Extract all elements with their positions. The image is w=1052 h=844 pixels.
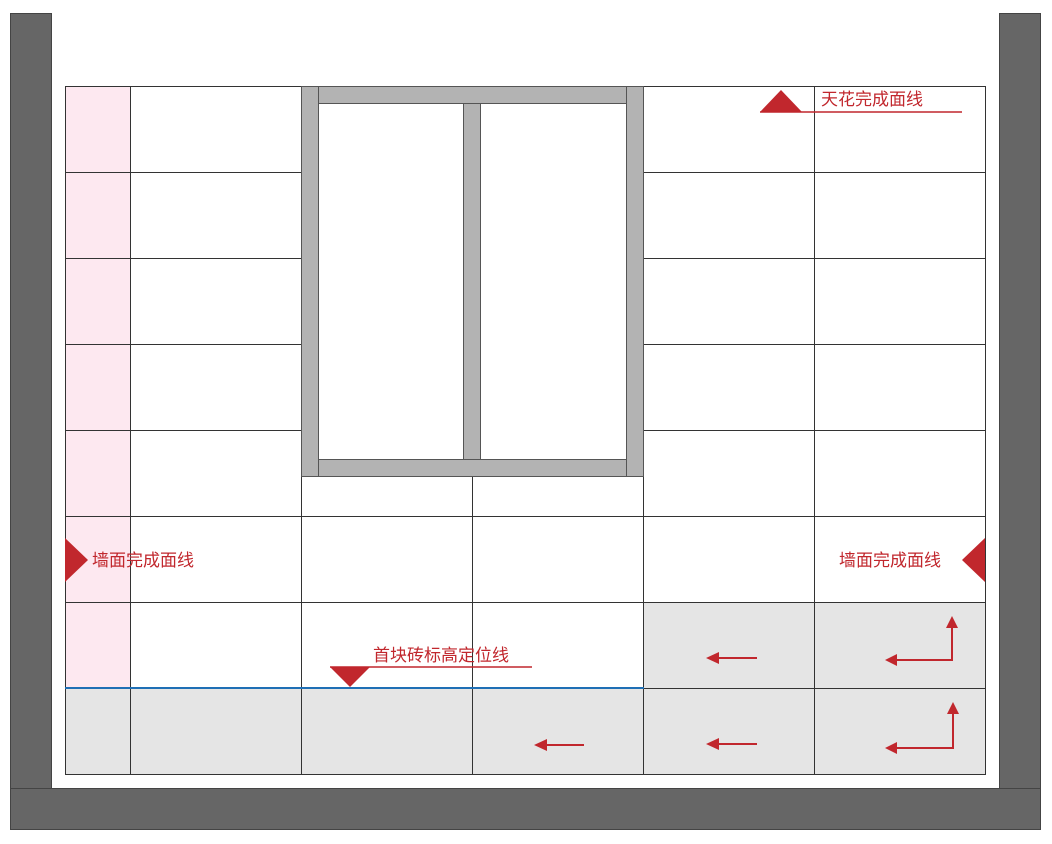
first-tile-reference-line: [65, 687, 644, 689]
tile-cell: [65, 258, 131, 345]
tile-cell: [643, 602, 815, 689]
ceiling-finish-line-label: 天花完成面线: [821, 90, 923, 110]
tile-cell: [65, 344, 131, 431]
arrow-left-icon: [706, 652, 757, 664]
wall-marker-left-triangle-icon: [65, 538, 88, 582]
first-tile-marker-triangle-icon: [330, 667, 370, 687]
floor-slab: [10, 788, 1041, 830]
arrow-left-icon: [534, 739, 584, 751]
tile-cell: [65, 430, 131, 517]
tile-cell: [65, 172, 131, 259]
wall-finish-line-left-label: 墙面完成面线: [92, 551, 194, 571]
window-frame-right: [626, 86, 644, 477]
tile-cell: [814, 688, 986, 775]
tile-cell: [814, 602, 986, 689]
window: [301, 86, 644, 477]
first-tile-elevation-line-label: 首块砖标高定位线: [373, 646, 509, 666]
window-frame-left: [301, 86, 319, 477]
arrow-left-icon: [706, 738, 757, 750]
right-wall: [999, 13, 1041, 789]
arrow-left-up-icon: [885, 616, 958, 666]
tile-cell: [643, 688, 815, 775]
left-wall: [10, 13, 52, 789]
arrow-left-up-icon: [885, 702, 959, 754]
wall-marker-right-triangle-icon: [962, 538, 985, 582]
window-mullion: [463, 103, 481, 460]
wall-finish-line-right-label: 墙面完成面线: [839, 551, 941, 571]
tile-cell: [65, 602, 131, 689]
ceiling-marker-triangle-icon: [760, 90, 802, 112]
